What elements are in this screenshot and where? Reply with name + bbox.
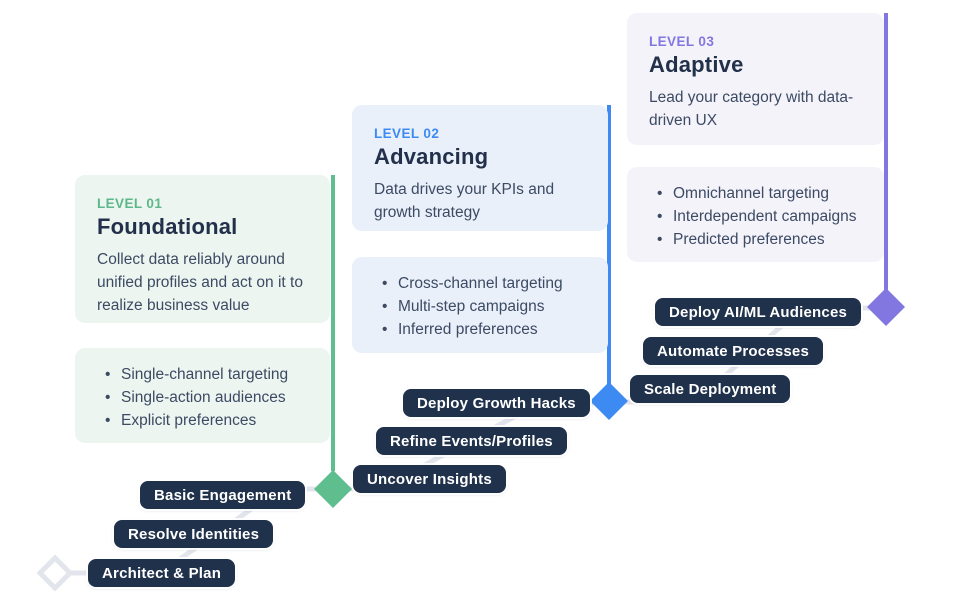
milestone-pill-scale-deployment: Scale Deployment [630, 375, 791, 403]
milestone-pill-uncover-insights: Uncover Insights [353, 465, 506, 493]
start-diamond-icon [36, 554, 74, 592]
bullet-item: Interdependent campaigns [657, 205, 862, 228]
bullet-item: Single-action audiences [105, 386, 308, 409]
milestone-pill-deploy-aiml-audiences: Deploy AI/ML Audiences [655, 298, 862, 326]
level-2-bullets-card: Cross-channel targeting Multi-step campa… [352, 257, 608, 353]
bullet-item: Inferred preferences [382, 318, 586, 341]
level-2-card: LEVEL 02 Advancing Data drives your KPIs… [352, 105, 608, 231]
level-3-bullet-list: Omnichannel targeting Interdependent cam… [649, 182, 862, 251]
level-3-label: LEVEL 03 [649, 34, 715, 49]
level-1-title: Foundational [97, 214, 238, 239]
milestone-pill-architect-plan: Architect & Plan [88, 559, 236, 587]
level-2-label: LEVEL 02 [374, 126, 440, 141]
milestone-pill-resolve-identities: Resolve Identities [114, 520, 274, 548]
level-1-description: Collect data reliably around unified pro… [97, 251, 303, 314]
milestone-pill-deploy-growth-hacks: Deploy Growth Hacks [403, 389, 590, 417]
level-3-description: Lead your category with data-driven UX [649, 89, 854, 129]
level-2-diamond-icon [590, 382, 628, 420]
bullet-item: Explicit preferences [105, 409, 308, 432]
level-1-label: LEVEL 01 [97, 196, 163, 211]
milestone-pill-basic-engagement: Basic Engagement [140, 481, 306, 509]
level-3-diamond-icon [867, 288, 905, 326]
level-2-description: Data drives your KPIs and growth strateg… [374, 181, 555, 221]
level-3-bullets-card: Omnichannel targeting Interdependent cam… [627, 167, 884, 262]
bullet-item: Cross-channel targeting [382, 272, 586, 295]
level-2-bullet-list: Cross-channel targeting Multi-step campa… [374, 272, 586, 341]
bullet-item: Multi-step campaigns [382, 295, 586, 318]
bullet-item: Predicted preferences [657, 228, 862, 251]
level-3-card: LEVEL 03 Adaptive Lead your category wit… [627, 13, 884, 145]
level-2-title: Advancing [374, 144, 489, 169]
level-1-diamond-icon [314, 470, 352, 508]
bullet-item: Omnichannel targeting [657, 182, 862, 205]
milestone-pill-refine-events-profiles: Refine Events/Profiles [376, 427, 567, 455]
level-1-card: LEVEL 01 Foundational Collect data relia… [75, 175, 330, 323]
bullet-item: Single-channel targeting [105, 363, 308, 386]
level-3-title: Adaptive [649, 52, 744, 77]
level-1-bullet-list: Single-channel targeting Single-action a… [97, 363, 308, 432]
milestone-pill-automate-processes: Automate Processes [643, 337, 823, 365]
level-1-bullets-card: Single-channel targeting Single-action a… [75, 348, 330, 443]
